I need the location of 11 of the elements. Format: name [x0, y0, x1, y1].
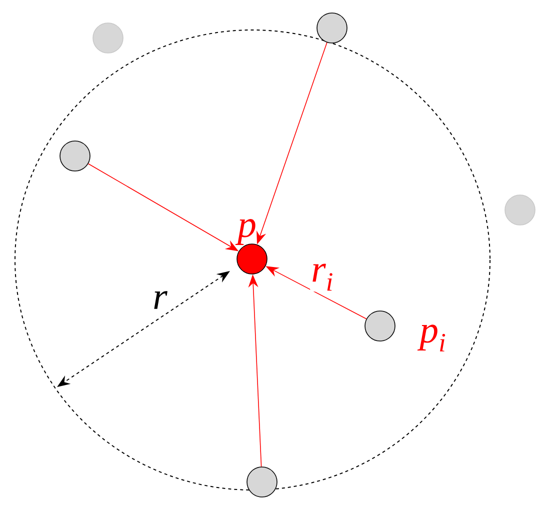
point-circle [364, 310, 396, 342]
radius-label: r [154, 291, 168, 309]
point-circle [316, 12, 348, 44]
edge-label: r$_{i}$ [312, 264, 332, 291]
point-label: p$_{i}$ [417, 324, 446, 352]
point-circle [246, 466, 278, 498]
center-point [236, 244, 268, 274]
point-circle [60, 140, 90, 172]
point-label: p [235, 219, 256, 245]
faded-point [92, 22, 124, 54]
faded-point [504, 194, 536, 226]
